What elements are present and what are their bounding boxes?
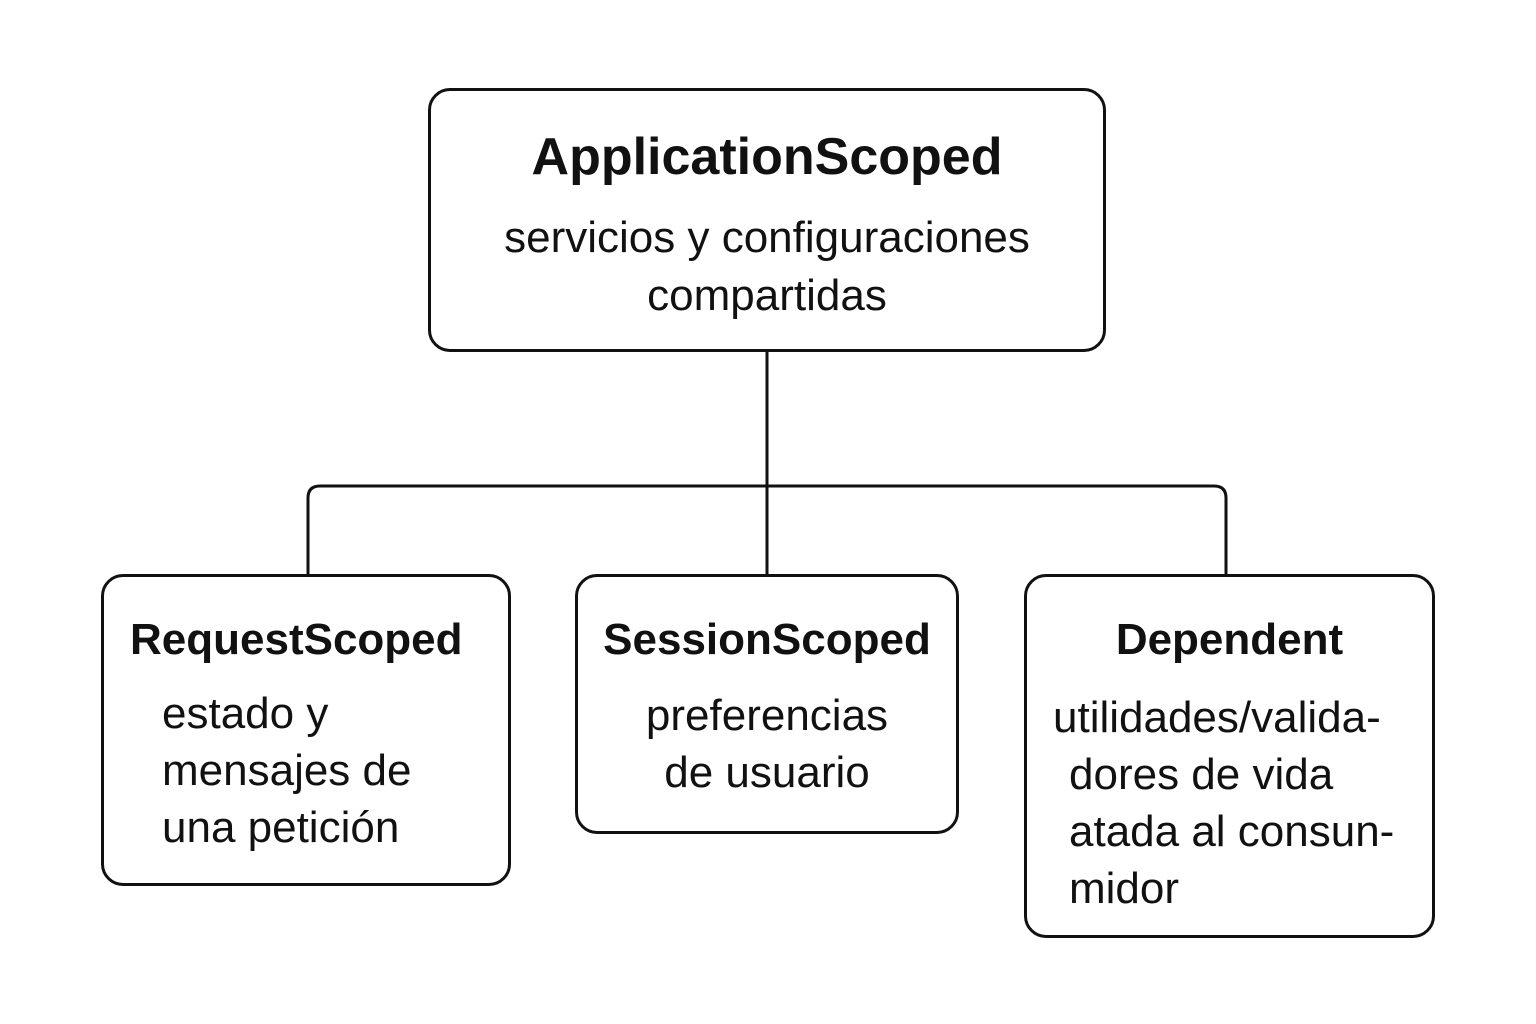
node-request-scoped: RequestScoped estado y mensajes de una p… xyxy=(101,574,511,886)
node-description: preferencias de usuario xyxy=(578,687,956,801)
node-title: RequestScoped xyxy=(130,615,463,664)
node-title: Dependent xyxy=(1115,615,1344,664)
node-description: servicios y configuraciones compartidas xyxy=(431,209,1103,325)
node-description: estado y mensajes de una petición xyxy=(162,685,411,856)
description-line: preferencias xyxy=(645,691,889,740)
edge-branch-horizontal xyxy=(306,484,1228,576)
description-line: estado y xyxy=(162,689,329,738)
node-description: utilidades/valida- dores de vida atada a… xyxy=(1053,689,1394,917)
description-line: servicios y configuraciones xyxy=(504,213,1030,262)
node-session-scoped: SessionScoped preferencias de usuario xyxy=(575,574,959,834)
node-title: ApplicationScoped xyxy=(531,128,1003,186)
node-dependent: Dependent utilidades/valida- dores de vi… xyxy=(1024,574,1435,938)
description-line: compartidas xyxy=(647,271,887,320)
node-title: SessionScoped xyxy=(603,615,931,664)
node-application-scoped: ApplicationScoped servicios y configurac… xyxy=(428,88,1106,352)
description-line: mensajes de xyxy=(162,746,412,795)
description-line: atada al consun- xyxy=(1069,807,1395,856)
description-line: utilidades/valida- xyxy=(1053,693,1381,742)
description-line: dores de vida xyxy=(1069,750,1334,799)
description-line: una petición xyxy=(162,803,400,852)
description-line: de usuario xyxy=(664,748,870,797)
description-line: midor xyxy=(1069,864,1180,913)
